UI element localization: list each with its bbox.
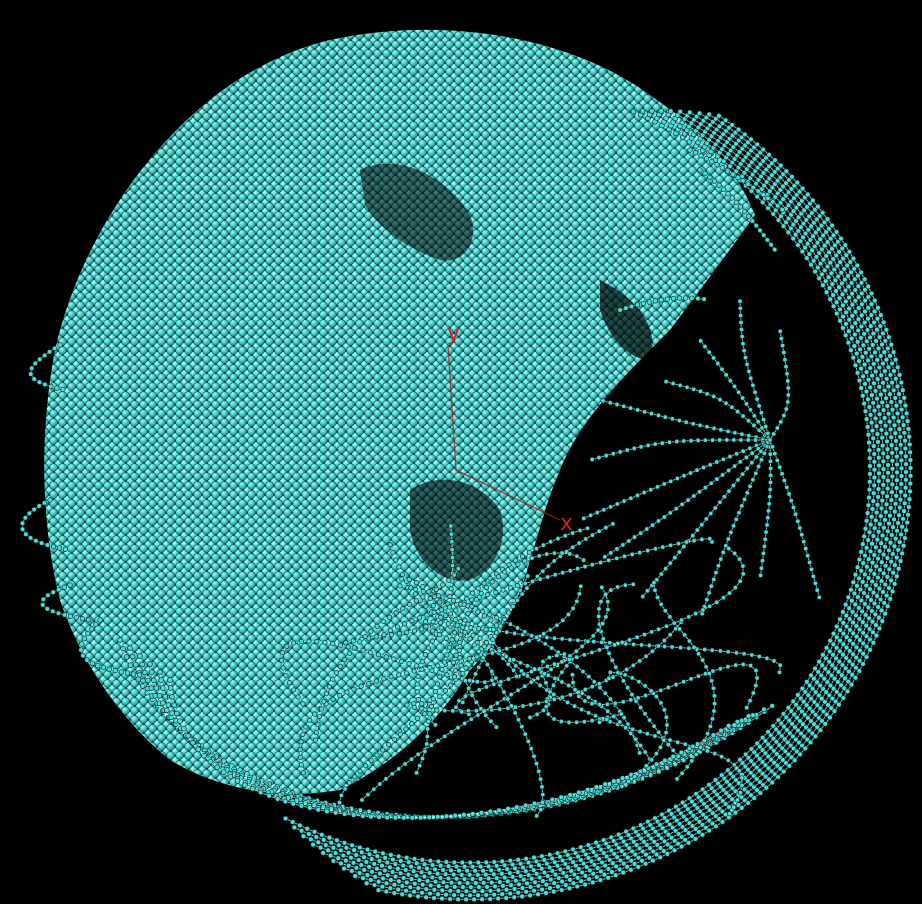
x-axis-label: x bbox=[560, 511, 573, 536]
axis-indicator: y x bbox=[447, 321, 573, 536]
y-axis-label: y bbox=[447, 321, 460, 346]
bead-chain-loops bbox=[19, 108, 914, 903]
x-axis-line bbox=[455, 469, 561, 521]
y-axis-line bbox=[447, 344, 457, 471]
dense-bead-mass bbox=[44, 29, 756, 794]
